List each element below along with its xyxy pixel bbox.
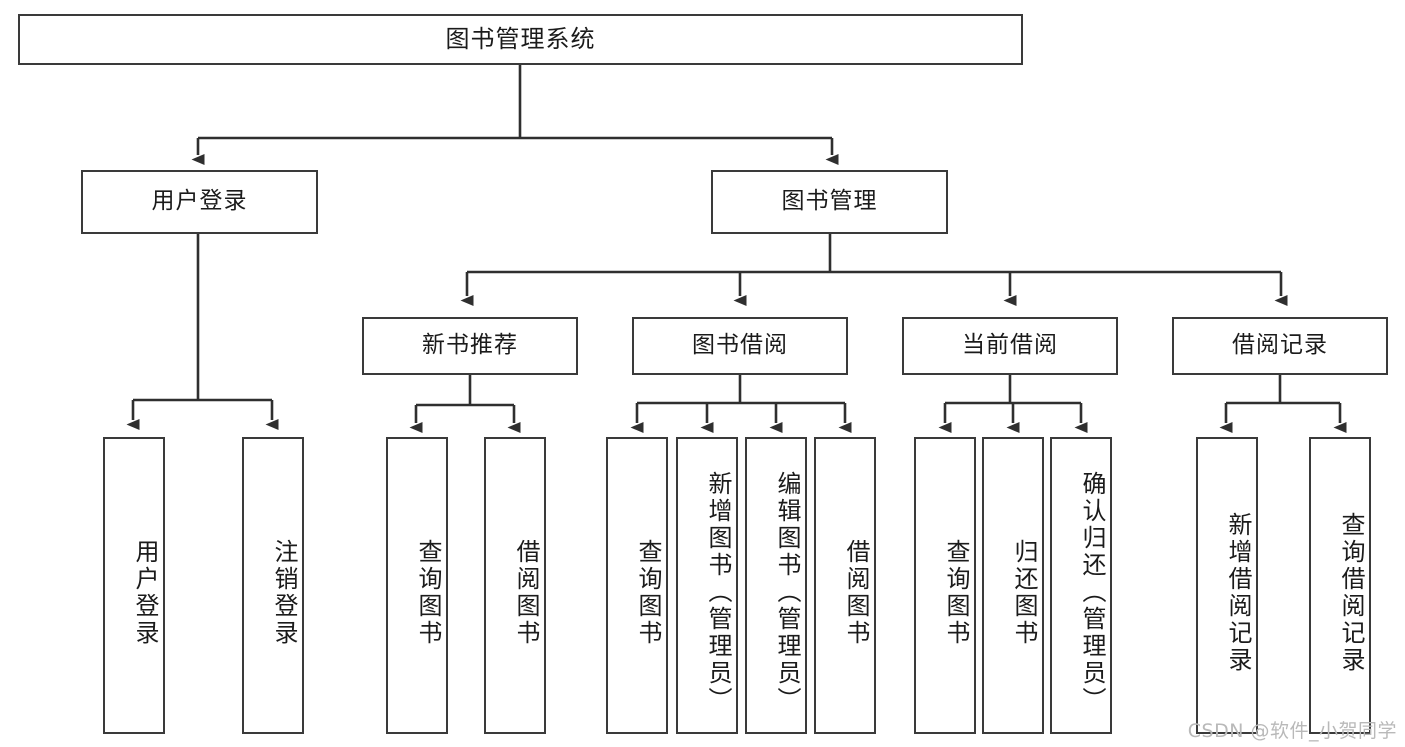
node-label: 确认归还（管理员） — [1078, 471, 1106, 714]
node-leaf-query-book-1[interactable]: 查询图书 — [386, 437, 448, 734]
csdn-watermark: CSDN @软件_小贺同学 — [1187, 720, 1397, 742]
node-borrow-record[interactable]: 借阅记录 — [1172, 317, 1388, 375]
node-label: 图书管理系统 — [445, 25, 596, 54]
node-leaf-query-record[interactable]: 查询借阅记录 — [1309, 437, 1371, 734]
node-book-borrow[interactable]: 图书借阅 — [632, 317, 848, 375]
node-label: 借阅记录 — [1232, 332, 1328, 359]
node-label: 查询借阅记录 — [1337, 511, 1365, 674]
node-label: 查询图书 — [414, 538, 442, 647]
node-current-borrow[interactable]: 当前借阅 — [902, 317, 1118, 375]
node-leaf-edit-book[interactable]: 编辑图书（管理员） — [745, 437, 807, 734]
node-leaf-return-book[interactable]: 归还图书 — [982, 437, 1044, 734]
node-leaf-add-book[interactable]: 新增图书（管理员） — [676, 437, 738, 734]
node-label: 图书管理 — [781, 188, 878, 215]
node-label: 归还图书 — [1010, 538, 1038, 647]
node-new-book-recommend[interactable]: 新书推荐 — [362, 317, 578, 375]
node-root-book-management-system[interactable]: 图书管理系统 — [18, 14, 1023, 65]
node-leaf-user-login[interactable]: 用户登录 — [103, 437, 165, 734]
node-user-login[interactable]: 用户登录 — [81, 170, 318, 234]
node-label: 编辑图书（管理员） — [773, 471, 801, 714]
node-leaf-confirm-return[interactable]: 确认归还（管理员） — [1050, 437, 1112, 734]
node-label: 新书推荐 — [422, 332, 518, 359]
node-label: 当前借阅 — [962, 332, 1058, 359]
node-leaf-borrow-book-1[interactable]: 借阅图书 — [484, 437, 546, 734]
node-label: 新增图书（管理员） — [704, 471, 732, 714]
node-label: 查询图书 — [634, 538, 662, 647]
node-label: 查询图书 — [942, 538, 970, 647]
node-label: 借阅图书 — [842, 538, 870, 647]
node-leaf-borrow-book-2[interactable]: 借阅图书 — [814, 437, 876, 734]
node-label: 用户登录 — [151, 188, 248, 215]
node-label: 注销登录 — [270, 538, 298, 647]
node-leaf-logout-login[interactable]: 注销登录 — [242, 437, 304, 734]
node-leaf-query-book-3[interactable]: 查询图书 — [914, 437, 976, 734]
node-leaf-add-record[interactable]: 新增借阅记录 — [1196, 437, 1258, 734]
node-label: 用户登录 — [131, 538, 159, 647]
node-label: 借阅图书 — [512, 538, 540, 647]
node-label: 新增借阅记录 — [1224, 511, 1252, 674]
node-book-management[interactable]: 图书管理 — [711, 170, 948, 234]
node-leaf-query-book-2[interactable]: 查询图书 — [606, 437, 668, 734]
node-label: 图书借阅 — [692, 332, 788, 359]
